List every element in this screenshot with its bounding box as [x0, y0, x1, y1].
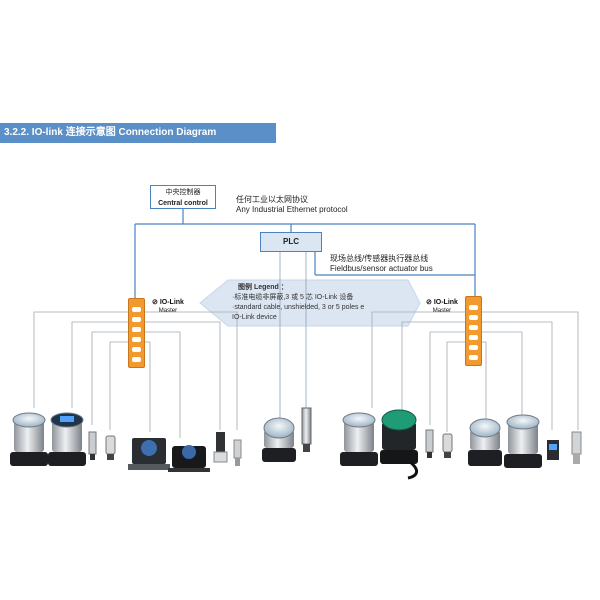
legend-line-1: ·标准电缆非屏蔽,3 或 5 芯 IO-Link 设备: [232, 294, 354, 301]
iolink-master-right-label: ⊘ IO-Link Master: [426, 299, 458, 315]
section-title: 3.2.2. IO-link 连接示意图 Connection Diagram: [0, 123, 276, 143]
sensor-icon: [425, 429, 434, 458]
sensor-icon: [442, 433, 453, 458]
legend-title: 图例 Legend ：: [238, 284, 288, 291]
central-control-label-cn: 中央控制器: [165, 189, 201, 196]
sensor-icon: [547, 440, 559, 460]
positioner-icon: [10, 412, 48, 466]
central-control-label-en: Central control: [158, 200, 208, 207]
sensor-icon: [88, 431, 97, 460]
iolink-brand-left: IO-Link: [159, 299, 184, 306]
positioner-display-icon: [48, 412, 86, 466]
ethernet-label: 任何工业以太网协议 Any Industrial Ethernet protoc…: [236, 195, 348, 215]
ethernet-label-en: Any Industrial Ethernet protocol: [236, 205, 348, 214]
iolink-master-right: [465, 296, 482, 366]
sensor-icon: [233, 439, 242, 466]
positioner-display-icon: [504, 414, 542, 468]
legend-line-2: ·standard cable, unshielded, 3 or 5 pole…: [232, 304, 365, 311]
iolink-brand-right: IO-Link: [433, 299, 458, 306]
legend-background: [199, 279, 421, 327]
iolink-role-left: Master: [158, 308, 178, 314]
actuator-box-icon: [168, 445, 210, 472]
sensor-icon: [571, 431, 582, 464]
sensor-icon: [213, 432, 228, 463]
fieldbus-label-en: Fieldbus/sensor actuator bus: [330, 264, 433, 273]
iolink-logo-icon: ⊘: [426, 299, 432, 306]
iolink-master-left-label: ⊘ IO-Link Master: [152, 299, 184, 315]
plc-box: PLC: [260, 232, 322, 252]
iolink-master-left: [128, 298, 145, 368]
positioner-icon: [262, 417, 296, 462]
positioner-led-icon: [380, 409, 418, 480]
switchbox-icon: [128, 438, 170, 470]
positioner-icon: [468, 418, 502, 466]
fieldbus-label-cn: 现场总线/传感器执行器总线: [330, 254, 429, 263]
legend: 图例 Legend ： ·标准电缆非屏蔽,3 或 5 芯 IO-Link 设备 …: [232, 283, 364, 323]
fieldbus-label: 现场总线/传感器执行器总线 Fieldbus/sensor actuator b…: [330, 254, 433, 274]
central-control-box: 中央控制器 Central control: [150, 185, 216, 209]
positioner-icon: [340, 412, 378, 466]
legend-line-3: IO-Link device: [232, 314, 277, 321]
iolink-logo-icon: ⊘: [152, 299, 158, 306]
iolink-role-right: Master: [432, 308, 452, 314]
ethernet-label-cn: 任何工业以太网协议: [236, 195, 308, 204]
sensor-icon: [301, 407, 312, 452]
sensor-icon: [105, 435, 116, 460]
